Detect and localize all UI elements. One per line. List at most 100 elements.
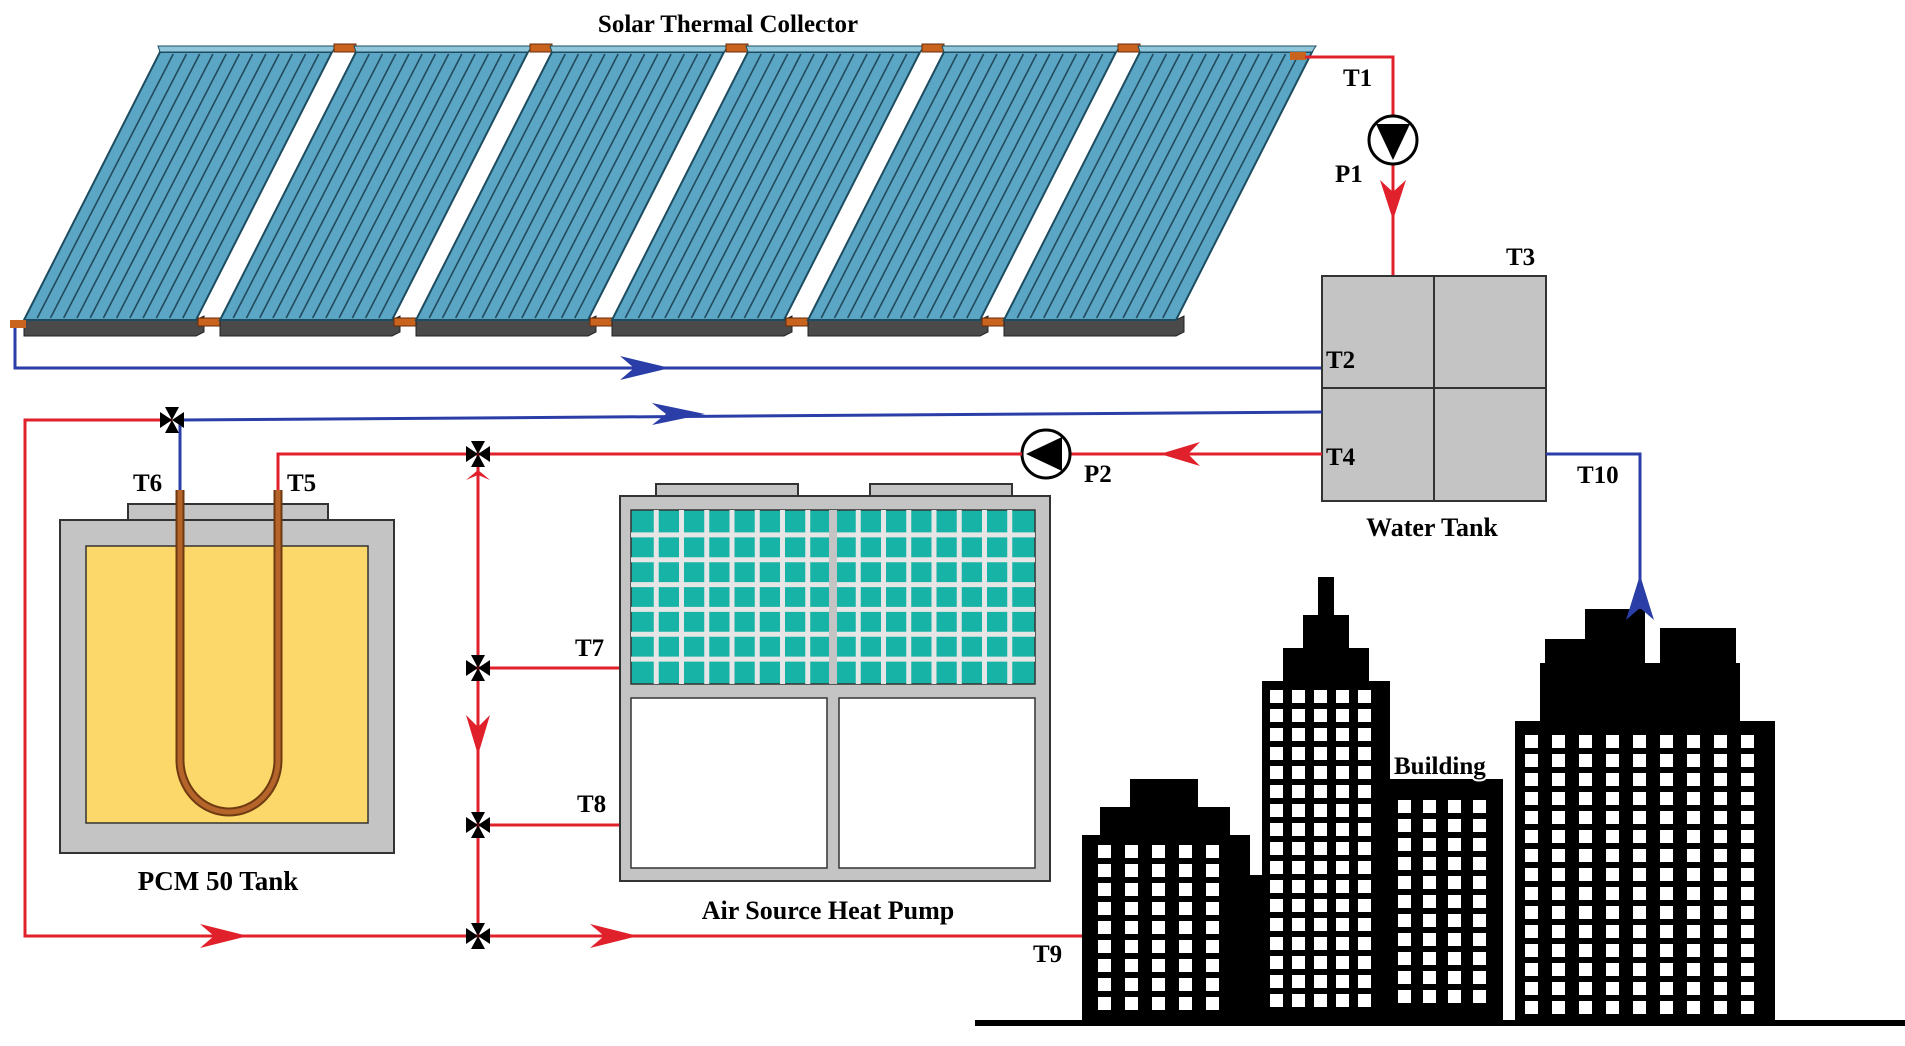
window	[1152, 997, 1165, 1010]
window	[1552, 963, 1565, 976]
window	[1292, 994, 1305, 1007]
window	[1687, 849, 1700, 862]
window	[1606, 735, 1619, 748]
building-skyline	[975, 577, 1905, 1026]
window	[1292, 975, 1305, 988]
window	[1714, 849, 1727, 862]
window	[1292, 937, 1305, 950]
window	[1714, 944, 1727, 957]
window	[1448, 819, 1461, 832]
window	[1714, 792, 1727, 805]
window	[1525, 792, 1538, 805]
window	[1633, 944, 1646, 957]
window	[1633, 849, 1646, 862]
p2-label: P2	[1084, 461, 1112, 488]
window	[1152, 959, 1165, 972]
window	[1606, 906, 1619, 919]
window	[1606, 773, 1619, 786]
window	[1714, 982, 1727, 995]
window	[1579, 982, 1592, 995]
window	[1125, 864, 1138, 877]
window	[1314, 899, 1327, 912]
window	[1687, 944, 1700, 957]
window	[1206, 845, 1219, 858]
window	[1179, 940, 1192, 953]
window	[1270, 728, 1283, 741]
window	[1448, 857, 1461, 870]
window	[1552, 849, 1565, 862]
flow-arrow-icon	[652, 403, 705, 425]
collector-outlet-pipe	[1305, 55, 1395, 115]
collector-connector	[10, 320, 26, 328]
window	[1606, 944, 1619, 957]
window	[1125, 959, 1138, 972]
pcm-tank-label: PCM 50 Tank	[138, 866, 299, 896]
window	[1358, 975, 1371, 988]
window	[1292, 861, 1305, 874]
window	[1152, 940, 1165, 953]
window	[1125, 921, 1138, 934]
window	[1606, 754, 1619, 767]
window	[1179, 864, 1192, 877]
window	[1525, 868, 1538, 881]
heat-pump	[619, 483, 1051, 882]
window	[1552, 1001, 1565, 1014]
window	[1336, 747, 1349, 760]
collector-connector	[981, 317, 1005, 327]
window	[1552, 982, 1565, 995]
window	[1314, 690, 1327, 703]
window	[1336, 937, 1349, 950]
window	[1179, 845, 1192, 858]
window	[1098, 902, 1111, 915]
window	[1358, 918, 1371, 931]
window	[1660, 982, 1673, 995]
window	[1473, 895, 1486, 908]
window	[1270, 785, 1283, 798]
window	[1525, 906, 1538, 919]
window	[1179, 921, 1192, 934]
window	[1687, 963, 1700, 976]
window	[1336, 918, 1349, 931]
window	[1525, 754, 1538, 767]
window	[1687, 792, 1700, 805]
collector-panel	[414, 45, 729, 337]
window	[1292, 823, 1305, 836]
window	[1633, 925, 1646, 938]
window	[1206, 864, 1219, 877]
window	[1741, 830, 1754, 843]
valves	[160, 407, 490, 949]
window	[1448, 838, 1461, 851]
t5-label: T5	[287, 470, 316, 497]
flow-arrow-icon	[466, 715, 490, 755]
window	[1398, 914, 1411, 927]
window	[1398, 952, 1411, 965]
window	[1552, 906, 1565, 919]
window	[1423, 800, 1436, 813]
window	[1448, 800, 1461, 813]
window	[1525, 849, 1538, 862]
window	[1336, 861, 1349, 874]
window	[1270, 880, 1283, 893]
window	[1270, 709, 1283, 722]
t8-label: T8	[577, 791, 606, 818]
window	[1336, 690, 1349, 703]
window	[1741, 982, 1754, 995]
window	[1336, 823, 1349, 836]
window	[1292, 766, 1305, 779]
window	[1270, 994, 1283, 1007]
window	[1552, 925, 1565, 938]
window	[1687, 925, 1700, 938]
window	[1606, 868, 1619, 881]
window	[1687, 982, 1700, 995]
window	[1714, 868, 1727, 881]
window	[1292, 690, 1305, 703]
window	[1473, 971, 1486, 984]
window	[1525, 735, 1538, 748]
window	[1606, 925, 1619, 938]
window	[1633, 811, 1646, 824]
window	[1579, 735, 1592, 748]
window	[1206, 883, 1219, 896]
window	[1714, 925, 1727, 938]
